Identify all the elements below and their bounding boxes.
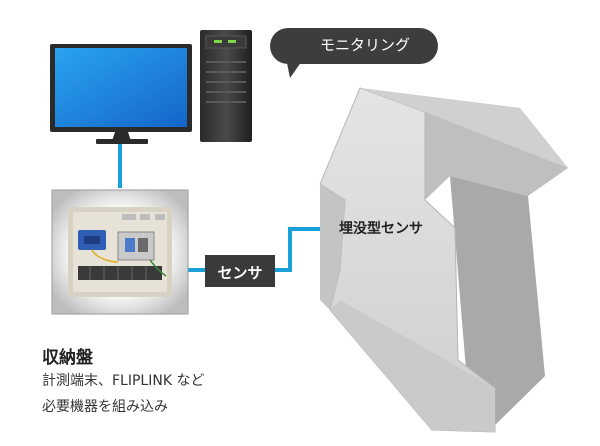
- monitor-icon: [50, 44, 192, 144]
- monitoring-bubble: [270, 28, 438, 78]
- cabinet-desc-line2: 必要機器を組み込み: [42, 399, 168, 415]
- sensor-embedded-line: [275, 227, 338, 272]
- sensor-box: [205, 255, 275, 287]
- connector-lines: [118, 143, 338, 272]
- sensor-label: センサ: [217, 264, 263, 282]
- cabinet-photo: [51, 189, 189, 315]
- embedded-sensor-label: 埋没型センサ: [339, 221, 423, 237]
- concrete-girder: [319, 87, 568, 433]
- cabinet-desc-line1: 計測端末、FLIPLINK など: [42, 373, 205, 389]
- monitoring-label: モニタリング: [319, 36, 410, 54]
- pc-tower-icon: [200, 30, 252, 142]
- cabinet-title: 収納盤: [42, 348, 93, 368]
